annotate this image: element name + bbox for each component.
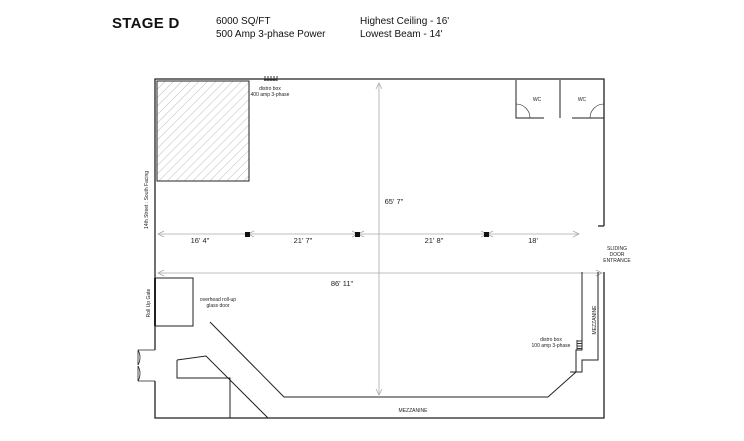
mezzanine-bottom-label: MEZZANINE	[399, 408, 429, 414]
distro-top-label-1: distro box	[259, 86, 281, 92]
column-1	[245, 232, 250, 237]
width-dimension-label: 86' 11"	[331, 279, 354, 288]
column-dimension-line	[157, 230, 580, 238]
entrance-label-3: ENTRANCE	[603, 258, 631, 264]
height-dimension-line	[375, 82, 383, 396]
entrance-label-2: DOOR	[610, 252, 625, 258]
column-2	[355, 232, 360, 237]
mezzanine-outline	[176, 272, 599, 419]
stage-area: 6000 SQ/FT	[216, 16, 271, 27]
height-dimension-label: 65' 7"	[385, 197, 404, 206]
lowest-beam: Lowest Beam - 14'	[360, 29, 443, 40]
overhead-door-label-2: glass door	[206, 303, 229, 309]
street-label: 14th Street : South Facing	[144, 171, 150, 229]
span-label-4: 18'	[528, 236, 538, 245]
overhead-door-label-1: overhead roll-up	[200, 297, 236, 303]
stage-power: 500 Amp 3-phase Power	[216, 29, 326, 40]
width-dimension-line	[157, 269, 603, 277]
hatched-area	[156, 80, 250, 182]
span-label-2: 21' 7"	[294, 236, 313, 245]
overhead-door-frame	[154, 277, 194, 327]
roll-up-gate-label: Roll Up Gate	[146, 288, 152, 317]
entrance-label-1: SLIDING	[607, 246, 627, 252]
wc-label-2: WC	[578, 97, 587, 103]
column-3	[484, 232, 489, 237]
span-label-3: 21' 8"	[425, 236, 444, 245]
stage-title: STAGE D	[112, 15, 180, 32]
distro-box-top-icon	[264, 76, 278, 81]
distro-bottom-label-2: 100 amp 3-phase	[532, 343, 571, 349]
span-label-1: 16' 4"	[191, 236, 210, 245]
distro-bottom-label-1: distro box	[540, 337, 562, 343]
wc-rooms	[515, 80, 605, 119]
mezzanine-right-label: MEZZANINE	[592, 305, 598, 335]
double-door-icon	[137, 349, 155, 382]
distro-box-bottom-icon	[576, 340, 582, 350]
distro-top-label-2: 400 amp 3-phase	[251, 92, 290, 98]
highest-ceiling: Highest Ceiling - 16'	[360, 16, 450, 27]
wc-label-1: WC	[533, 97, 542, 103]
